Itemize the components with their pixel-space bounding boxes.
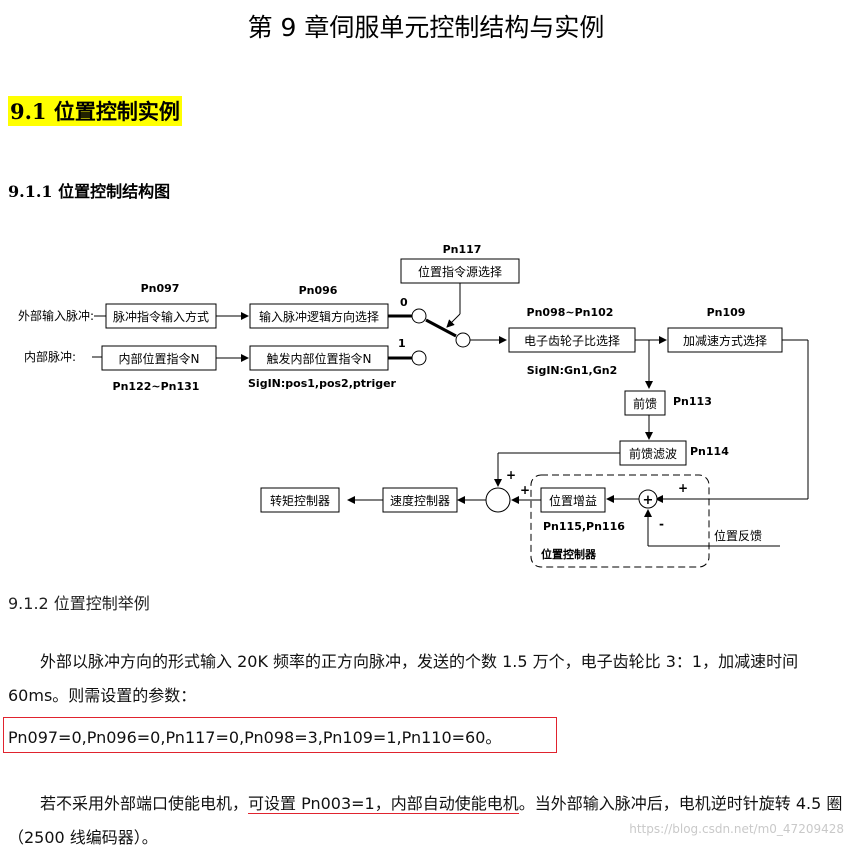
- label-external-pulse: 外部输入脉冲:: [18, 308, 94, 323]
- box-input-logic: [249, 303, 389, 329]
- label-position-feedback: 位置反馈: [714, 528, 762, 543]
- text-trigger-cmd: 触发内部位置指令N: [267, 351, 372, 366]
- box-trigger-cmd: [249, 345, 389, 371]
- box-pulse-input-mode: [105, 303, 217, 329]
- label-pn114: Pn114: [690, 445, 729, 458]
- box-position-gain: [540, 487, 606, 513]
- para2-underlined: 可设置 Pn003=1，内部自动使能电机: [248, 794, 519, 814]
- section-title: 9.1 位置控制实例: [8, 96, 182, 126]
- label-pn097: Pn097: [141, 282, 180, 295]
- label-sigin-pos: SigIN:pos1,pos2,ptriger: [248, 377, 397, 390]
- label-internal-pulse: 内部脉冲:: [24, 349, 76, 364]
- params-line: Pn097=0,Pn096=0,Pn117=0,Pn098=3,Pn109=1,…: [8, 728, 502, 747]
- text-torque-controller: 转矩控制器: [270, 493, 330, 508]
- box-speed-controller: [382, 487, 458, 513]
- switch-1-label: 1: [398, 337, 406, 350]
- switch-0-label: 0: [400, 296, 408, 309]
- watermark: https://blog.csdn.net/m0_47209428: [629, 822, 844, 836]
- sum-plus-left: +: [520, 483, 530, 497]
- enable-paragraph: 若不采用外部端口使能电机，可设置 Pn003=1，内部自动使能电机。当外部输入脉…: [8, 787, 844, 855]
- example-title: 9.1.2 位置控制举例: [8, 594, 150, 613]
- label-pn115: Pn115,Pn116: [543, 520, 625, 533]
- text-electronic-gear: 电子齿轮子比选择: [524, 334, 620, 348]
- box-electronic-gear: [508, 327, 636, 353]
- example-paragraph: 外部以脉冲方向的形式输入 20K 频率的正方向脉冲，发送的个数 1.5 万个，电…: [8, 652, 799, 705]
- box-source-select: [400, 258, 520, 284]
- para2-part-a: 若不采用外部端口使能电机，: [40, 794, 249, 813]
- feedback-plus: +: [678, 481, 688, 495]
- text-feedforward: 前馈: [633, 396, 657, 411]
- label-pn113: Pn113: [673, 395, 712, 408]
- label-position-controller: 位置控制器: [541, 547, 597, 561]
- box-torque-controller: [260, 487, 340, 513]
- position-control-diagram: Pn117 位置指令源选择 Pn097 Pn096 外部输入脉冲: 脉冲指令输入…: [18, 243, 809, 568]
- text-internal-pos-cmd: 内部位置指令N: [119, 351, 200, 366]
- box-ff-filter: [619, 440, 687, 466]
- chapter-title: 第 9 章伺服单元控制结构与实例: [247, 13, 605, 42]
- text-ff-filter: 前馈滤波: [629, 446, 677, 461]
- sum-plus-top: +: [506, 468, 516, 482]
- params-highlight-box: [3, 717, 557, 753]
- label-pn117: Pn117: [443, 243, 482, 256]
- label-pn096: Pn096: [299, 284, 338, 297]
- sum-junction-plus-sign: +: [643, 493, 654, 508]
- label-pn109: Pn109: [707, 306, 746, 319]
- feedback-minus: -: [659, 517, 664, 531]
- text-pulse-input-mode: 脉冲指令输入方式: [113, 309, 209, 324]
- text-position-gain: 位置增益: [549, 493, 597, 508]
- text-speed-controller: 速度控制器: [390, 493, 450, 508]
- box-feedforward: [624, 390, 666, 416]
- label-sigin-gear: SigIN:Gn1,Gn2: [527, 364, 617, 377]
- text-input-logic: 输入脉冲逻辑方向选择: [259, 309, 379, 324]
- text-source-select: 位置指令源选择: [418, 264, 502, 279]
- label-pn098: Pn098~Pn102: [527, 306, 614, 319]
- position-controller-region: [530, 474, 710, 568]
- label-pn122: Pn122~Pn131: [113, 380, 200, 393]
- subsection-title: 9.1.1 位置控制结构图: [8, 182, 171, 201]
- para2-part-c: 。当外部输入脉冲后，电机逆时针旋转 4.5 圈（2500 线编码器）。: [8, 794, 843, 847]
- box-accel-select: [667, 327, 783, 353]
- text-accel-select: 加减速方式选择: [683, 333, 767, 348]
